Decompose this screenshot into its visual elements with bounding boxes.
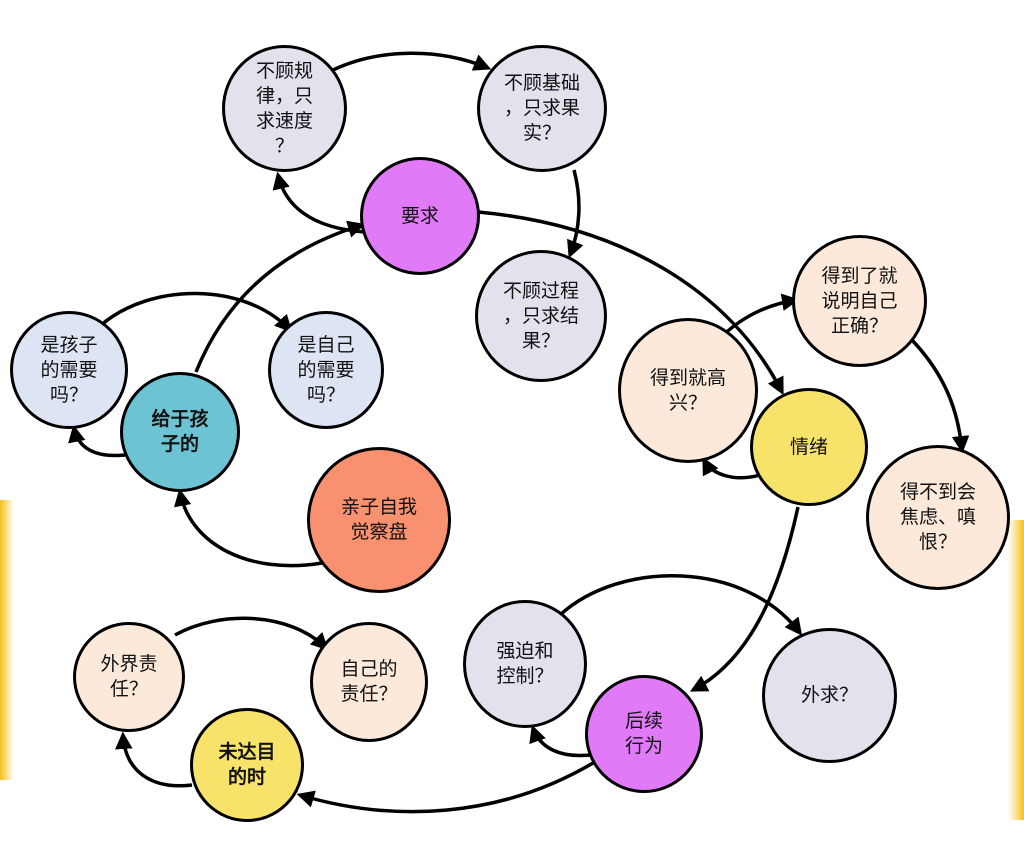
node-houxu-xingwei-label: 后续 行为 (624, 710, 663, 757)
arrow-qinzi-to-geiyu (174, 488, 323, 568)
node-weida-mudi[interactable]: 未达目 的时 (190, 708, 304, 822)
arrow-waijie-to-zeren (174, 616, 329, 651)
node-bugu-guilv[interactable]: 不顾规 律，只 求速度 ？ (222, 45, 347, 172)
node-ziji-zeren[interactable]: 自己的 责任？ (310, 622, 428, 742)
node-waiqiu-label: 外求？ (800, 684, 858, 706)
node-budedao-jiaolv-label: 得不到会 焦虑、嗔 恨？ (899, 481, 976, 553)
arrow-qiangpo-to-waiqiu (558, 574, 803, 636)
node-ziji-zeren-label: 自己的 责任？ (340, 658, 398, 705)
arrow-geiyu-to-haizi (68, 424, 126, 458)
arrow-haizi-to-ziji (98, 291, 293, 333)
arrow-zhengque-to-budedao (910, 338, 970, 454)
node-geiyu-haizi[interactable]: 给于孩 子的 (120, 372, 240, 492)
arrow-yaoqiu-to-qingxu (477, 210, 784, 396)
node-qiangpo-kongzhi-label: 强迫和 控制？ (496, 640, 554, 687)
arrow-qingxu-to-houxu (689, 506, 800, 692)
node-waijie-zeren[interactable]: 外界责 任？ (73, 622, 185, 732)
arrow-houxu-to-qiangpo (529, 724, 591, 758)
node-yaoqiu-label: 要求 (400, 204, 439, 227)
node-weida-mudi-label: 未达目 的时 (218, 741, 276, 788)
node-waijie-zeren-label: 外界责 任？ (100, 653, 158, 700)
node-qiangpo-kongzhi[interactable]: 强迫和 控制？ (463, 600, 587, 728)
arrow-weida-to-waijie (115, 731, 193, 788)
node-dedao-gaoxing-label: 得到就高 兴？ (649, 366, 726, 414)
node-shi-haizi-xuyao-label: 是孩子 的需要 吗？ (40, 333, 98, 406)
node-dedao-zhengque-label: 得到了就 说明自己 正确？ (821, 264, 898, 337)
node-bugu-jichu-label: 不顾基础 ，只求果 实？ (503, 72, 580, 144)
node-budedao-jiaolv[interactable]: 得不到会 焦虑、嗔 恨？ (866, 445, 1010, 590)
node-geiyu-haizi-label: 给于孩 子的 (151, 408, 209, 455)
arrow-jichu-to-guocheng (567, 169, 584, 259)
node-bugu-guocheng-label: 不顾过程 ，只求结 果？ (502, 279, 579, 352)
node-shi-haizi-xuyao[interactable]: 是孩子 的需要 吗？ (10, 311, 128, 429)
node-shi-ziji-xuyao-label: 是自己 的需要 吗？ (297, 333, 355, 406)
node-bugu-jichu[interactable]: 不顾基础 ，只求果 实？ (477, 45, 607, 172)
arrow-guilv-to-jichu (332, 51, 492, 72)
node-shi-ziji-xuyao[interactable]: 是自己 的需要 吗？ (268, 311, 384, 429)
arrow-houxu-to-weida (296, 758, 599, 814)
arrow-geiyu-to-yaoqiu (194, 220, 366, 373)
node-yaoqiu[interactable]: 要求 (360, 157, 480, 275)
node-qingxu[interactable]: 情绪 (750, 388, 868, 506)
node-qingxu-label: 情绪 (789, 435, 828, 458)
node-waiqiu[interactable]: 外求？ (762, 628, 897, 763)
arrow-qingxu-to-gaoxing (702, 456, 761, 480)
node-qinzi-juecha[interactable]: 亲子自我 觉察盘 (307, 447, 451, 593)
node-dedao-zhengque[interactable]: 得到了就 说明自己 正确？ (792, 235, 927, 367)
background-glow-left (0, 500, 14, 780)
node-dedao-gaoxing[interactable]: 得到就高 兴？ (618, 318, 758, 463)
background-glow-right (1008, 520, 1024, 820)
node-bugu-guilv-label: 不顾规 律，只 求速度 ？ (255, 59, 313, 157)
node-qinzi-juecha-label: 亲子自我 觉察盘 (340, 496, 417, 543)
arrow-yaoqiu-to-guilv (272, 171, 366, 234)
node-houxu-xingwei[interactable]: 后续 行为 (585, 675, 703, 793)
node-bugu-guocheng[interactable]: 不顾过程 ，只求结 果？ (475, 250, 607, 382)
